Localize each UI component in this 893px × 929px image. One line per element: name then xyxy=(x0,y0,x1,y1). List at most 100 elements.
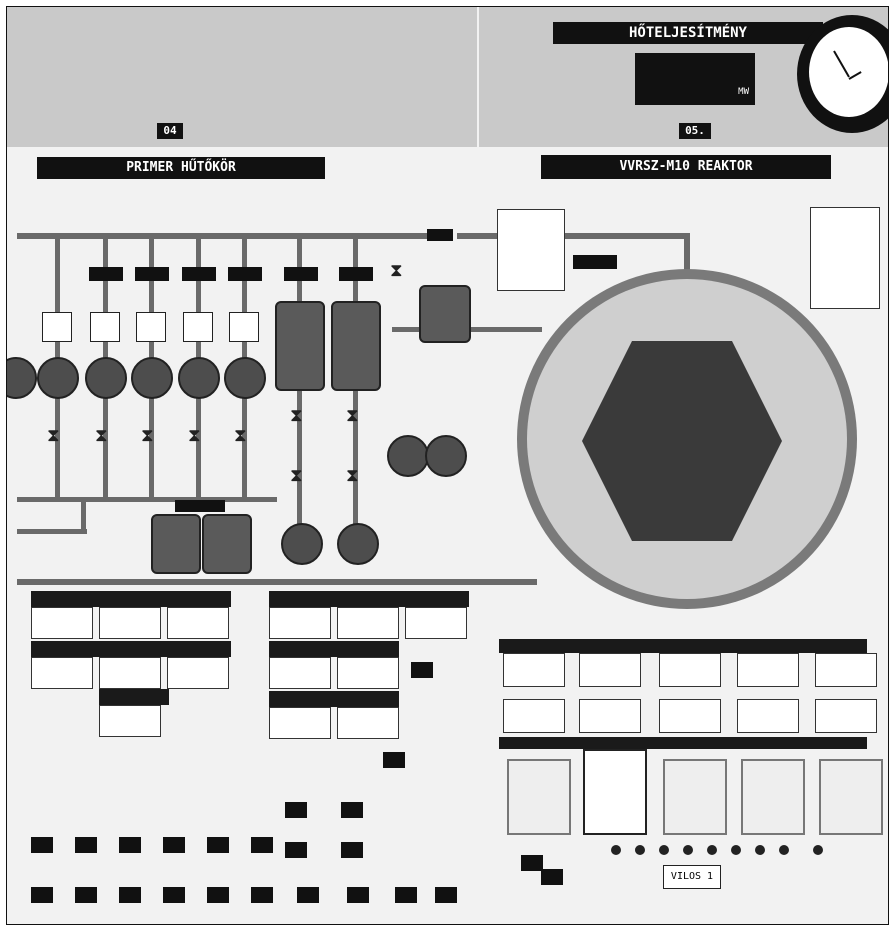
meter-header-row-6 xyxy=(269,691,399,707)
valve-icon[interactable]: ⧗ xyxy=(290,467,303,485)
meter-icon xyxy=(167,657,229,689)
knob-icon[interactable] xyxy=(659,845,669,855)
valve-icon[interactable]: ⧗ xyxy=(346,467,359,485)
primary-circuit-title: PRIMER HŰTŐKÖR xyxy=(37,157,325,179)
loop-5-tag xyxy=(228,267,262,281)
pump-icon[interactable] xyxy=(281,523,323,565)
pump-icon[interactable] xyxy=(178,357,220,399)
switch-icon[interactable] xyxy=(119,887,141,903)
power-title: HŐTELJESÍTMÉNY xyxy=(553,22,823,44)
gauge-icon xyxy=(183,312,213,342)
switch-icon[interactable] xyxy=(163,887,185,903)
valve-icon[interactable]: ⧗ xyxy=(188,427,201,445)
switch-icon[interactable] xyxy=(75,887,97,903)
reactor-feed-drop xyxy=(684,233,690,273)
recorder-icon xyxy=(819,759,883,835)
valve-icon[interactable]: ⧗ xyxy=(346,407,359,425)
recorder-icon xyxy=(583,749,647,835)
switch-icon[interactable] xyxy=(251,887,273,903)
switch-icon[interactable] xyxy=(285,842,307,858)
meter-icon xyxy=(579,653,641,687)
knob-icon[interactable] xyxy=(635,845,645,855)
meter-header-row-3 xyxy=(99,689,169,705)
switch-icon[interactable] xyxy=(541,869,563,885)
pump-icon[interactable] xyxy=(224,357,266,399)
pump-icon[interactable] xyxy=(37,357,79,399)
upper-panel-04 xyxy=(7,7,477,147)
switch-icon[interactable] xyxy=(31,837,53,853)
control-panel: HŐTELJESÍTMÉNY MW 04 05. PRIMER HŰTŐKÖR … xyxy=(6,6,889,925)
switch-icon[interactable] xyxy=(341,802,363,818)
knob-icon[interactable] xyxy=(683,845,693,855)
drain-riser xyxy=(81,502,86,532)
loop-3-tag xyxy=(135,267,169,281)
reactor-status-panel-left xyxy=(497,209,565,291)
loop-2-tag xyxy=(89,267,123,281)
meter-icon xyxy=(405,607,467,639)
knob-icon[interactable] xyxy=(813,845,823,855)
switch-icon[interactable] xyxy=(285,802,307,818)
recorder-icon xyxy=(663,759,727,835)
meter-icon xyxy=(659,653,721,687)
knob-icon[interactable] xyxy=(755,845,765,855)
meter-icon xyxy=(579,699,641,733)
switch-icon[interactable] xyxy=(341,842,363,858)
pressurizer xyxy=(419,285,471,343)
knob-icon[interactable] xyxy=(779,845,789,855)
reactor-vessel xyxy=(517,269,857,609)
meter-icon xyxy=(737,653,799,687)
switch-icon[interactable] xyxy=(411,662,433,678)
switch-icon[interactable] xyxy=(31,887,53,903)
sg-2-tag xyxy=(339,267,373,281)
valve-icon[interactable]: ⧗ xyxy=(234,427,247,445)
pump-icon[interactable] xyxy=(387,435,429,477)
switch-icon[interactable] xyxy=(207,887,229,903)
valve-icon[interactable]: ⧗ xyxy=(290,407,303,425)
steam-generator-1 xyxy=(275,301,325,391)
switch-icon[interactable] xyxy=(435,887,457,903)
switch-icon[interactable] xyxy=(251,837,273,853)
gauge-icon xyxy=(90,312,120,342)
gauge-icon xyxy=(42,312,72,342)
switch-icon[interactable] xyxy=(521,855,543,871)
pump-icon[interactable] xyxy=(131,357,173,399)
recorder-header xyxy=(499,737,867,749)
switch-icon[interactable] xyxy=(383,752,405,768)
valve-icon[interactable]: ⧗ xyxy=(47,427,60,445)
switch-icon[interactable] xyxy=(163,837,185,853)
switch-icon[interactable] xyxy=(119,837,141,853)
knob-icon[interactable] xyxy=(731,845,741,855)
switch-icon[interactable] xyxy=(297,887,319,903)
reactor-feed-pipe xyxy=(457,233,687,239)
switch-icon[interactable] xyxy=(347,887,369,903)
pump-icon[interactable] xyxy=(337,523,379,565)
pump-icon[interactable] xyxy=(6,357,37,399)
meter-icon xyxy=(737,699,799,733)
switch-icon[interactable] xyxy=(207,837,229,853)
valve-icon[interactable]: ⧗ xyxy=(390,262,403,280)
switch-icon[interactable] xyxy=(395,887,417,903)
return-pipe xyxy=(17,579,537,585)
pump-icon[interactable] xyxy=(85,357,127,399)
meter-icon xyxy=(815,699,877,733)
meter-icon xyxy=(99,657,161,689)
aux-tank-tag xyxy=(175,500,225,512)
power-display: MW xyxy=(635,53,755,105)
section-04-label: 04 xyxy=(157,123,183,139)
section-05-label: 05. xyxy=(679,123,711,139)
valve-icon[interactable]: ⧗ xyxy=(141,427,154,445)
meter-header-row-7 xyxy=(499,639,867,653)
meter-icon xyxy=(99,607,161,639)
pump-icon[interactable] xyxy=(425,435,467,477)
valve-icon[interactable]: ⧗ xyxy=(95,427,108,445)
meter-header-row-5 xyxy=(269,641,399,657)
aux-tank-1 xyxy=(151,514,201,574)
recorder-icon xyxy=(507,759,571,835)
header-tag xyxy=(427,229,453,241)
meter-icon xyxy=(503,699,565,733)
knob-icon[interactable] xyxy=(707,845,717,855)
loop-4-tag xyxy=(182,267,216,281)
drain-pipe xyxy=(17,529,87,534)
knob-icon[interactable] xyxy=(611,845,621,855)
switch-icon[interactable] xyxy=(75,837,97,853)
